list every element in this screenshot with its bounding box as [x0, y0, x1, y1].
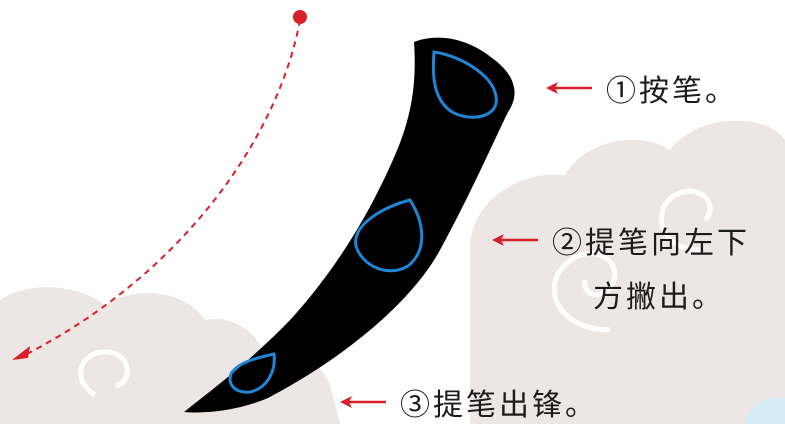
teardrop-icon [228, 352, 276, 394]
brush-stroke-pie [184, 37, 515, 413]
step-1-label: ①按笔。 [546, 66, 738, 110]
red-left-arrow-icon [492, 234, 538, 246]
red-dashed-arrow-icon [12, 346, 30, 360]
step-2-continuation: 方撇出。 [593, 280, 725, 315]
step-2-label: ②提笔向左下 [492, 218, 750, 262]
cloud-corner-blue [745, 397, 785, 424]
red-left-arrow-icon [546, 82, 592, 94]
step-3-text: ③提笔出锋。 [400, 388, 598, 423]
step-1-text: ①按笔。 [606, 74, 738, 109]
cloud-left-swirl [78, 349, 130, 398]
cloud-right-swirl-2 [658, 188, 713, 253]
teardrop-icon [354, 198, 424, 273]
red-dot-icon [293, 10, 307, 24]
cloud-right-swirl [551, 251, 618, 333]
teardrop-icon [431, 50, 498, 119]
direction-guide-path [24, 19, 301, 356]
red-left-arrow-icon [340, 396, 386, 408]
step-2-text: ②提笔向左下 [552, 226, 750, 261]
step-3-label: ③提笔出锋。 [340, 380, 598, 424]
pressure-marks [228, 50, 498, 394]
